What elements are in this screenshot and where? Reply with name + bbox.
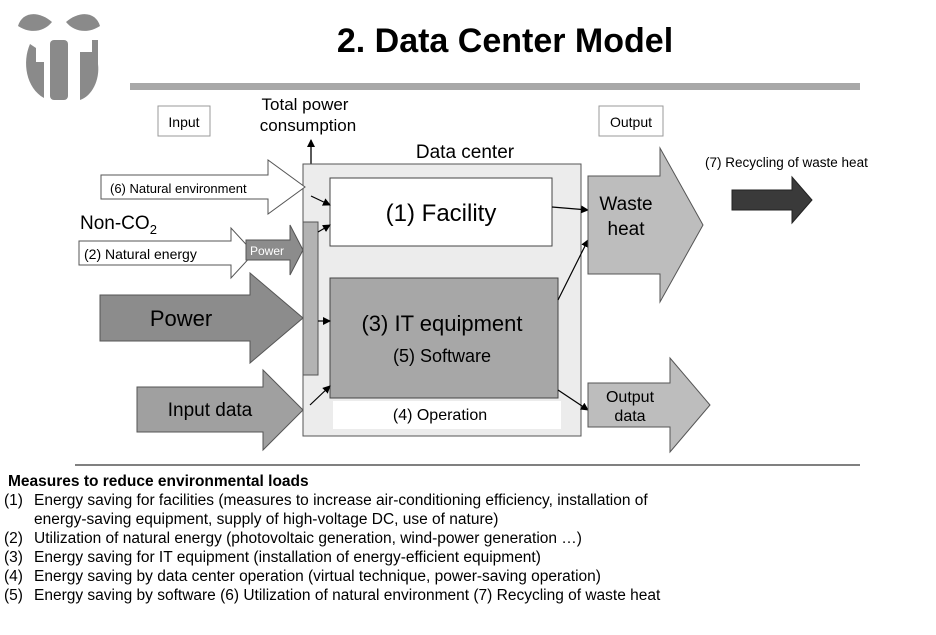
small-power-label: Power [250, 244, 284, 258]
measure-item-1: (1) Energy saving for facilities (measur… [0, 491, 936, 510]
waste-heat-arrow [587, 146, 704, 304]
arrow-to-facility-bottom [317, 224, 331, 233]
operation-strip [333, 401, 561, 429]
waste-heat-label-line2: heat [608, 219, 646, 240]
arrow-it-to-waste [557, 239, 589, 301]
measure-number: (3) [4, 549, 23, 566]
small-power-arrow [245, 224, 304, 276]
measure-item-2: (2) Utilization of natural energy (photo… [0, 529, 936, 548]
natural-environment-arrow [100, 159, 306, 215]
power-label: Power [150, 306, 212, 331]
facility-box [329, 177, 553, 247]
non-co2-label: Non-CO2 [80, 213, 157, 237]
total-power-label-line1: Total power [262, 95, 349, 114]
software-label: (5) Software [393, 346, 491, 366]
output-label: Output [610, 114, 652, 130]
it-equipment-label: (3) IT equipment [361, 311, 522, 336]
natural-environment-label: (6) Natural environment [110, 181, 247, 196]
page-title: 2. Data Center Model [337, 22, 673, 60]
data-center-label: Data center [416, 142, 515, 163]
output-data-label-line2: data [614, 408, 645, 425]
measure-text: Utilization of natural energy (photovolt… [34, 530, 582, 547]
power-bar [302, 221, 319, 376]
measure-number: (2) [4, 530, 23, 547]
measures-heading: Measures to reduce environmental loads [8, 473, 309, 490]
measure-text: Energy saving by software (6) Utilizatio… [34, 587, 661, 604]
input-label-box [157, 105, 211, 137]
input-data-label: Input data [168, 400, 253, 421]
arrow-it-to-output [557, 389, 589, 411]
measure-text-continued: energy-saving equipment, supply of high-… [34, 511, 499, 528]
logo [18, 14, 100, 100]
measure-text: Energy saving by data center operation (… [34, 568, 601, 585]
measure-number: (1) [4, 492, 23, 509]
total-power-label-line2: consumption [260, 116, 356, 135]
arrow-facility-to-waste [551, 205, 589, 214]
measure-number: (4) [4, 568, 23, 585]
measure-item-5: (5) Energy saving by software (6) Utiliz… [0, 586, 936, 605]
it-equipment-box [329, 277, 559, 399]
measure-number: (5) [4, 587, 23, 604]
power-label-backdrop [115, 304, 241, 332]
output-data-arrow [587, 356, 711, 454]
input-data-arrow [136, 368, 304, 452]
title-underline [130, 83, 860, 90]
measure-item-4: (4) Energy saving by data center operati… [0, 567, 936, 586]
recycling-arrow [731, 175, 813, 225]
measure-item-3: (3) Energy saving for IT equipment (inst… [0, 548, 936, 567]
output-data-label-line1: Output [606, 389, 655, 406]
operation-label: (4) Operation [393, 407, 487, 424]
recycling-label: (7) Recycling of waste heat [705, 155, 868, 170]
measures-list: Measures to reduce environmental loads (… [0, 472, 936, 605]
output-label-box [598, 105, 664, 137]
non-co2-subscript: 2 [150, 222, 157, 237]
waste-heat-label-line1: Waste [599, 194, 652, 215]
measure-text: Energy saving for facilities (measures t… [34, 492, 648, 509]
facility-label: (1) Facility [386, 200, 497, 227]
natural-energy-arrow [78, 226, 255, 280]
arrow-to-facility-top [310, 195, 331, 206]
arrow-data-to-it [309, 385, 331, 406]
measure-text: Energy saving for IT equipment (installa… [34, 549, 541, 566]
input-label: Input [168, 114, 199, 130]
natural-energy-label: (2) Natural energy [84, 246, 197, 262]
